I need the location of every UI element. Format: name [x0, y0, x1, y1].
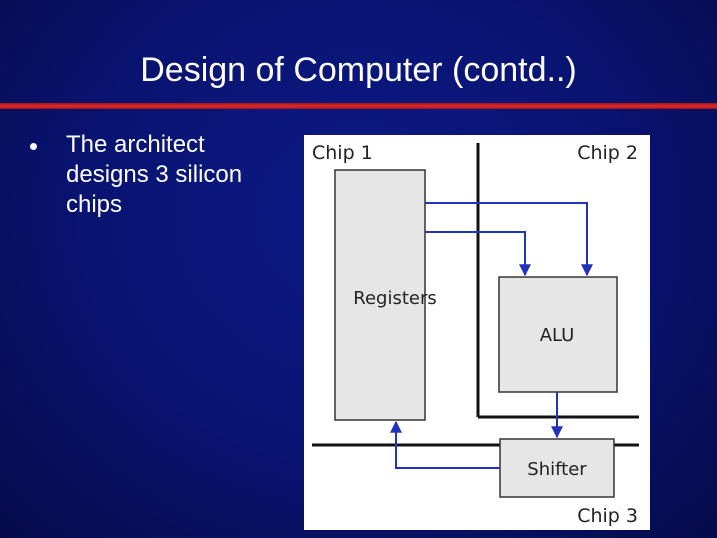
title-divider: [0, 103, 717, 109]
registers-to-alu-arrow-a: [425, 202, 593, 277]
slide-title: Design of Computer (contd..): [140, 51, 577, 89]
chip2-label: Chip 2: [577, 142, 638, 164]
shifter-to-registers-arrow: [390, 420, 500, 469]
shifter-label: Shifter: [527, 459, 587, 480]
chip1-label: Chip 1: [312, 142, 373, 164]
registers-label: Registers: [353, 288, 437, 309]
registers-block: [334, 169, 426, 421]
alu-label: ALU: [540, 325, 575, 346]
shifter-block: [499, 438, 615, 498]
chip3-label: Chip 3: [577, 505, 638, 527]
bullet-dot-icon: [30, 143, 37, 150]
chip-diagram-svg: Chip 1 Chip 2 Chip 3 Registers ALU Shift…: [304, 135, 650, 530]
alu-block: [498, 276, 618, 393]
chip-diagram: Chip 1 Chip 2 Chip 3 Registers ALU Shift…: [304, 135, 650, 530]
registers-to-alu-arrow-b: [425, 231, 531, 277]
bullet-text: The architect designs 3 silicon chips: [66, 131, 243, 218]
